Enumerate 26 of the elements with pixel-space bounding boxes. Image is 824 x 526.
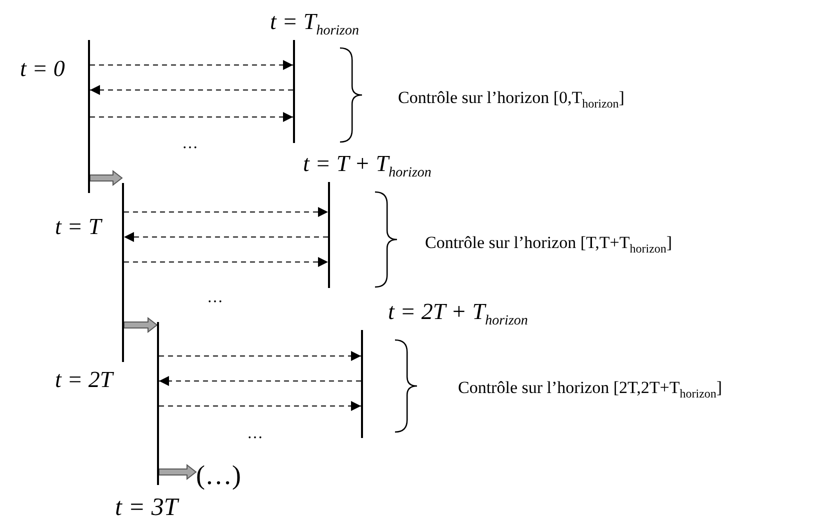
time-label: t = 0 — [20, 55, 65, 83]
arrow — [159, 401, 361, 411]
block-arrow — [90, 170, 123, 186]
ellipsis: … — [182, 136, 198, 152]
arrow — [159, 376, 361, 386]
block-arrow — [158, 464, 197, 480]
arrow — [90, 60, 293, 70]
ellipsis: … — [207, 290, 223, 306]
arrow — [90, 85, 293, 95]
arrow — [124, 257, 328, 267]
arrow — [124, 207, 328, 217]
time-label: t = 2T — [55, 366, 113, 394]
time-label: t = 2T + T$_{horizon}$ — [388, 298, 528, 331]
ellipsis: … — [247, 426, 263, 442]
time-label: t = T$_{horizon}$ — [270, 8, 359, 41]
time-label: t = T + T$_{horizon}$ — [303, 150, 432, 183]
continuation-text: (…) — [196, 460, 241, 490]
arrow — [124, 232, 328, 242]
arrow — [159, 351, 361, 361]
time-label: t = T — [55, 213, 102, 241]
horizon-caption: Contrôle sur l’horizon [0,T$_{horizon}$] — [398, 88, 624, 112]
arrow — [90, 112, 293, 122]
horizon-caption: Contrôle sur l’horizon [T,T+T$_{horizon}$] — [425, 233, 672, 258]
block-arrow — [124, 316, 158, 334]
horizon-caption: Contrôle sur l’horizon [2T,2T+T$_{horizon}$] — [458, 378, 722, 402]
time-label: t = 3T — [115, 494, 178, 522]
